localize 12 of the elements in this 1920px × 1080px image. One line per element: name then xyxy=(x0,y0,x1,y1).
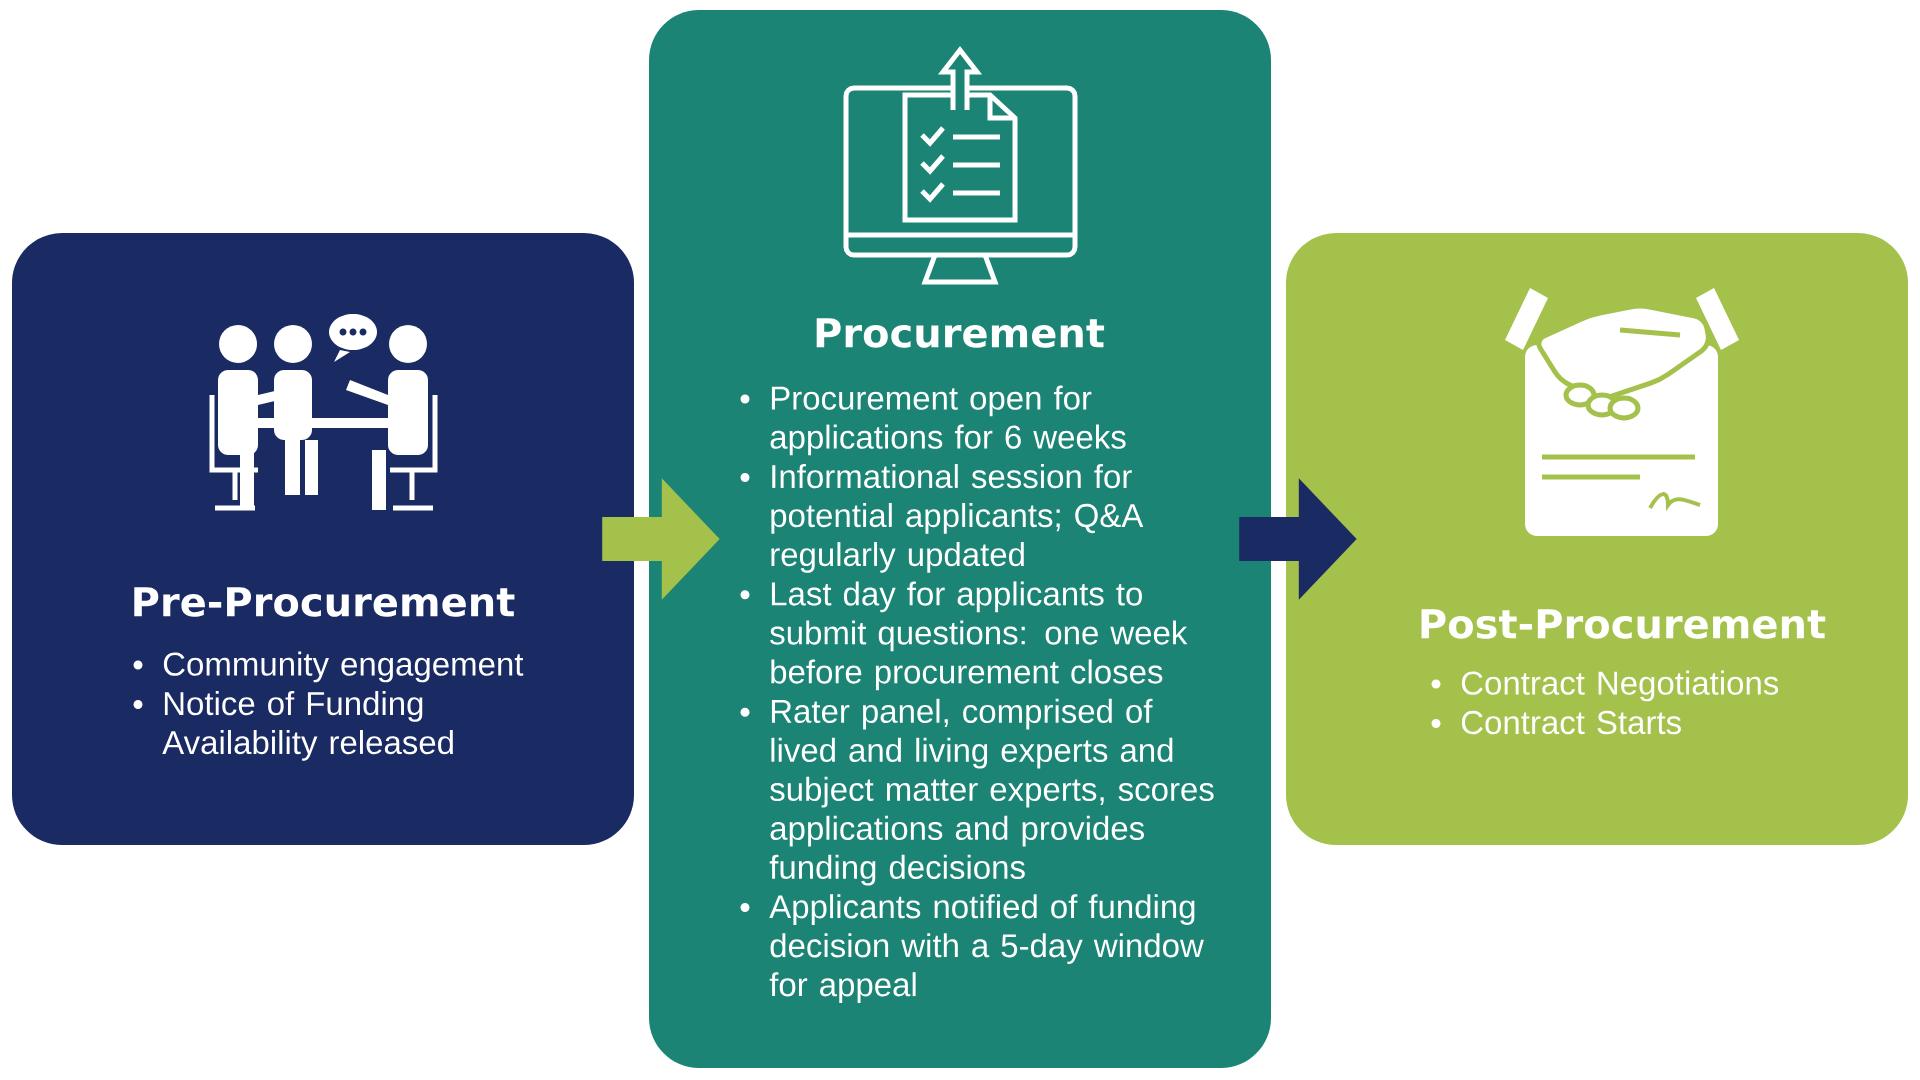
bullet-item: Applicants notified of funding decision with a 5-day window for appeal xyxy=(769,894,1204,1003)
stage-heading: Pre-Procurement xyxy=(134,587,515,617)
bullet-item: Informational session for potential applicants; Q&A regularly updated xyxy=(771,464,1144,573)
bullet-item: Rater panel, comprised of lived and living experts and subject matter experts, scores applications and provides funding decisions xyxy=(769,698,1214,886)
stage-heading: Procurement xyxy=(816,318,1105,348)
bullet-item: Contract Negotiations xyxy=(1461,670,1779,702)
bullet-item: Notice of Funding Availability released xyxy=(162,691,453,761)
bullet-item: Community engagement xyxy=(163,651,524,683)
bullet-item: Contract Starts xyxy=(1461,710,1681,735)
bullet-item: Procurement open for applications for 6 weeks xyxy=(770,385,1126,456)
bullet-item: Last day for applicants to submit questions: one week before procurement closes xyxy=(770,581,1188,691)
stage-heading: Post-Procurement xyxy=(1421,609,1826,639)
